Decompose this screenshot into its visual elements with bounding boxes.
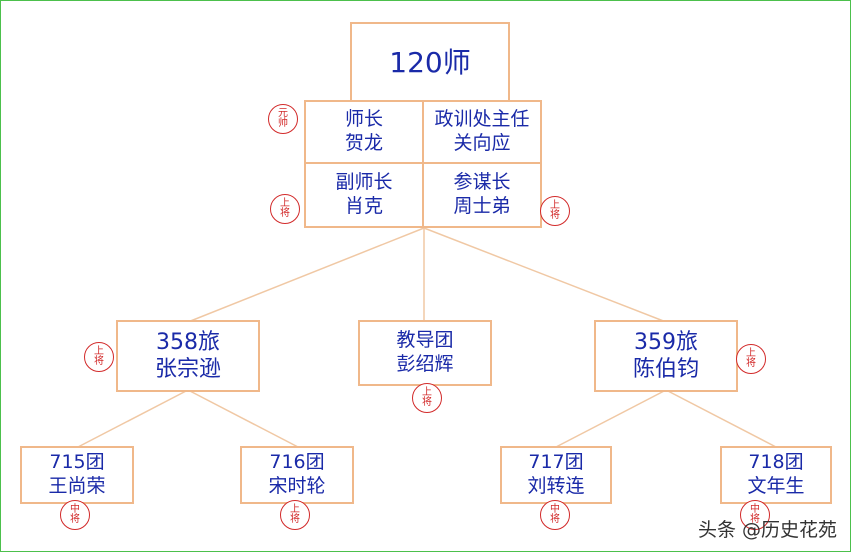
- general-seal-icon: 上将: [412, 383, 442, 413]
- hq-commander-box: 师长 贺龙: [304, 100, 424, 164]
- division-title: 120师: [389, 45, 471, 79]
- general-seal-icon: 上将: [84, 342, 114, 372]
- general-seal-icon: 上将: [270, 194, 300, 224]
- regiment-715-unit: 715团: [49, 451, 105, 474]
- hq-political-box: 政训处主任 关向应: [422, 100, 542, 164]
- regiment-717-box: 717团 刘转连: [500, 446, 612, 504]
- lt-general-seal-icon: 中将: [740, 500, 770, 530]
- brigade-359-box: 359旅 陈伯钧: [594, 320, 738, 392]
- chief-staff-name: 周士弟: [453, 195, 511, 217]
- training-regiment-unit: 教导团: [396, 329, 454, 352]
- commander-name: 贺龙: [344, 132, 383, 154]
- political-name: 关向应: [453, 132, 511, 154]
- regiment-716-box: 716团 宋时轮: [240, 446, 354, 504]
- brigade-358-box: 358旅 张宗逊: [116, 320, 260, 392]
- general-seal-icon: 上将: [540, 196, 570, 226]
- line-hq-359: [423, 227, 667, 323]
- watermark: 头条 @历史花苑: [697, 519, 837, 541]
- brigade-359-unit: 359旅: [634, 329, 698, 355]
- training-regiment-name: 彭绍辉: [396, 353, 454, 375]
- regiment-718-box: 718团 文年生: [720, 446, 832, 504]
- chief-staff-role: 参谋长: [453, 171, 511, 194]
- deputy-name: 肖克: [344, 195, 383, 217]
- regiment-715-box: 715团 王尚荣: [20, 446, 134, 504]
- line-hq-358: [187, 227, 425, 323]
- regiment-718-name: 文年生: [747, 475, 805, 497]
- division-title-box: 120师: [350, 22, 510, 102]
- lt-general-seal-icon: 中将: [540, 500, 570, 530]
- brigade-358-name: 张宗逊: [154, 357, 221, 382]
- line-359-718: [665, 389, 777, 448]
- deputy-role: 副师长: [335, 171, 393, 194]
- regiment-716-unit: 716团: [269, 451, 325, 474]
- regiment-715-name: 王尚荣: [48, 475, 106, 497]
- commander-role: 师长: [344, 108, 383, 131]
- regiment-718-unit: 718团: [748, 451, 804, 474]
- general-seal-icon: 上将: [280, 500, 310, 530]
- general-seal-icon: 上将: [736, 344, 766, 374]
- regiment-717-name: 刘转连: [527, 475, 585, 497]
- marshal-seal-icon: 元帅: [268, 104, 298, 134]
- line-358-716: [187, 389, 299, 448]
- regiment-717-unit: 717团: [528, 451, 584, 474]
- line-359-717: [555, 389, 667, 448]
- line-358-715: [77, 389, 189, 448]
- training-regiment-box: 教导团 彭绍辉: [358, 320, 492, 386]
- political-role: 政训处主任: [434, 108, 530, 131]
- hq-deputy-box: 副师长 肖克: [304, 162, 424, 228]
- regiment-716-name: 宋时轮: [268, 475, 326, 497]
- lt-general-seal-icon: 中将: [60, 500, 90, 530]
- hq-chief-staff-box: 参谋长 周士弟: [422, 162, 542, 228]
- brigade-358-unit: 358旅: [156, 329, 220, 355]
- brigade-359-name: 陈伯钧: [632, 357, 699, 382]
